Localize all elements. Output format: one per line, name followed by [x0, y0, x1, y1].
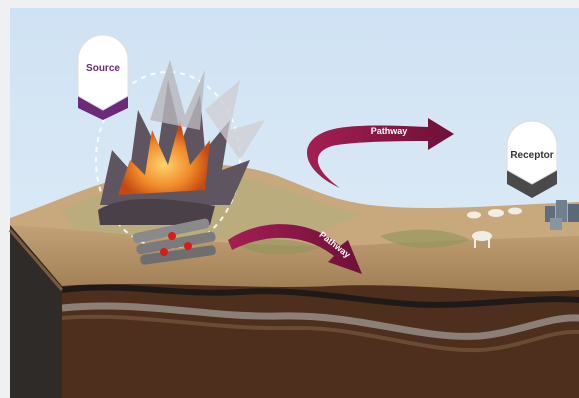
source-pin-icon: Source — [78, 35, 128, 120]
receptor-label: Receptor — [510, 150, 553, 161]
receptor-pin-icon: Receptor — [507, 121, 557, 198]
pathway-air-label: Pathway — [371, 126, 408, 136]
source-label: Source — [86, 63, 120, 74]
